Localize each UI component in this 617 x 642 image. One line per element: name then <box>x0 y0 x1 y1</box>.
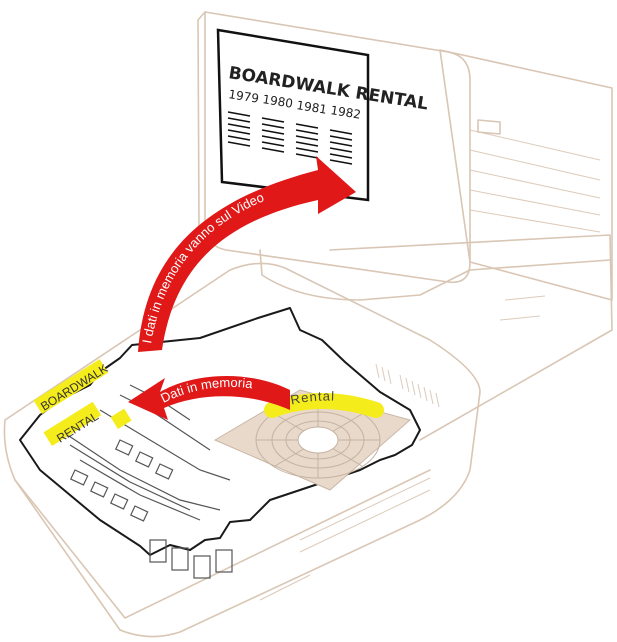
memory-chips: BOARDWALK RENTAL <box>34 359 132 446</box>
memory-highlight-3 <box>111 409 132 429</box>
monitor <box>198 12 612 300</box>
floppy-disk: Rental <box>215 388 410 490</box>
disk-hub <box>298 427 338 453</box>
memory-chip-text-1: BOARDWALK <box>38 361 110 413</box>
